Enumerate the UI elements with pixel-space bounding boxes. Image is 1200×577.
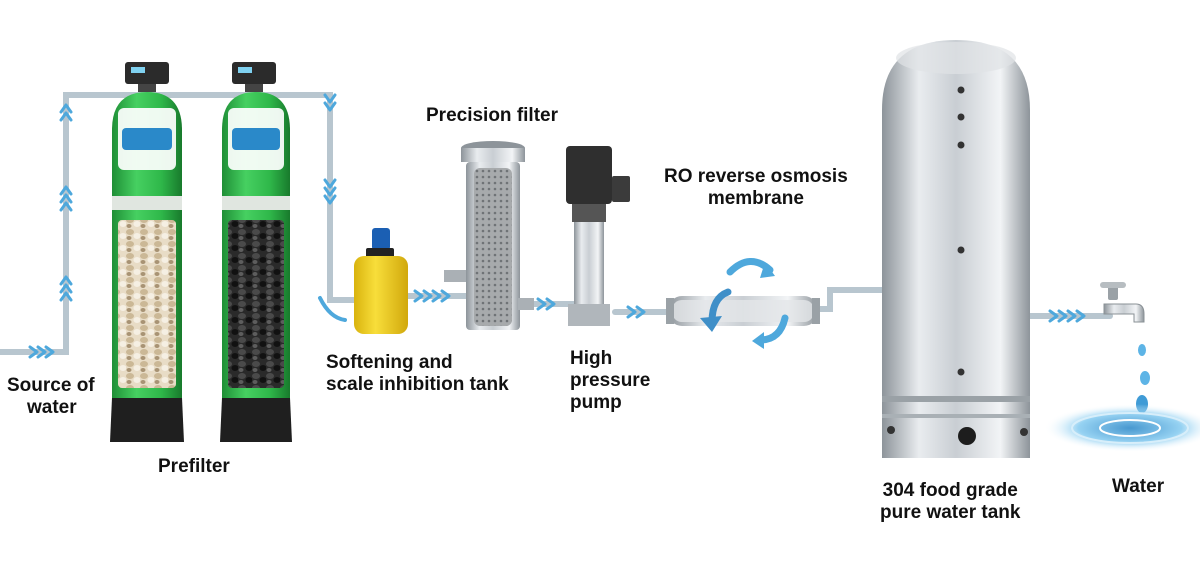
ro-label-line-1: RO reverse osmosis [664,166,848,187]
flow-arrows [28,93,1086,359]
membrane-to-tank-pipe [812,287,887,312]
precision-filter-label: Precision filter [426,105,558,126]
high-pressure-pump [566,146,630,326]
faucet-icon [1100,282,1145,323]
source-of-water-label: Source of water [7,375,95,419]
flow-arrow-icon [318,296,347,322]
softening-tank [354,228,408,334]
tank-label-line-1: 304 food grade [882,480,1018,501]
pure-water-tank-label: 304 food grade pure water tank [880,480,1020,524]
ro-membrane [666,258,820,349]
pump-label-line-2: pressure [570,370,651,391]
source-label-line-2: water [27,397,77,418]
inlet-pipe [0,92,359,355]
water-splash [1044,404,1200,452]
pump-label-line-3: pump [570,392,622,413]
precision-filter [444,141,534,330]
water-label: Water [1112,476,1165,497]
prefilter-label: Prefilter [158,456,230,477]
pure-water-tank [882,40,1030,458]
recirculation-arrow-icon [700,316,722,332]
water-drop-icon [1136,344,1150,413]
ro-label-line-2: membrane [707,188,804,209]
recirculation-arrow-icon [760,262,775,278]
source-label-line-1: Source of [7,375,95,396]
prefilter-vessel-1 [110,62,184,442]
high-pressure-pump-label: High pressure pump [570,348,650,414]
softening-label-line-1: Softening and [326,352,453,373]
ro-membrane-label: RO reverse osmosis membrane [664,166,848,210]
recirculation-arrow-icon [752,332,764,349]
softening-tank-label: Softening and scale inhibition tank [326,352,509,396]
tank-label-line-2: pure water tank [880,502,1021,523]
prefilter-vessel-2 [220,62,292,442]
pump-label-line-1: High [570,348,613,369]
softening-label-line-2: scale inhibition tank [326,374,509,395]
